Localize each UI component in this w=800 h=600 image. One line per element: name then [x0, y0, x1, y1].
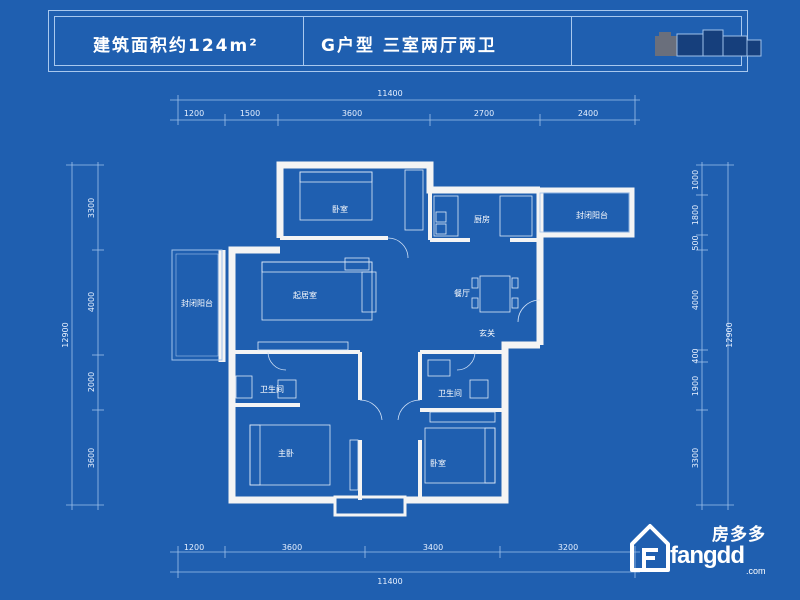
left-dimension: 4000 — [87, 292, 96, 312]
east-balcony-window — [539, 192, 630, 233]
title-banner: 建筑面积约124m² G户型 三室两厅两卫 — [48, 10, 762, 72]
right-dimension: 1000 — [691, 170, 700, 190]
right-dimension: 500 — [691, 235, 700, 250]
top-dimension: 1200 — [184, 109, 204, 118]
right-dimension: 400 — [691, 348, 700, 363]
bottom-dimension: 3600 — [282, 543, 302, 552]
bay-window — [333, 495, 407, 517]
watermark-en-text: fangdd — [670, 542, 745, 569]
room-label: 封闭阳台 — [181, 298, 213, 308]
room-label: 卫生间 — [260, 384, 284, 394]
fangdd-watermark: 房多多 fangdd .com — [628, 516, 788, 580]
door-swings — [267, 237, 541, 421]
furniture — [235, 169, 533, 491]
watermark-cn-text: 房多多 — [712, 525, 766, 545]
banner-divider — [571, 16, 572, 66]
room-label: 主卧 — [278, 448, 294, 458]
top-dimension: 2700 — [474, 109, 494, 118]
room-label: 卧室 — [332, 204, 348, 214]
room-label: 起居室 — [293, 290, 317, 300]
dimension-lines — [66, 95, 734, 578]
bottom-total-dimension: 11400 — [377, 577, 402, 586]
bottom-dimension: 3200 — [558, 543, 578, 552]
west-balcony-window — [175, 253, 219, 357]
room-label: 卫生间 — [438, 388, 462, 398]
top-dimension: 1500 — [240, 109, 260, 118]
left-total-dimension: 12900 — [61, 322, 70, 347]
room-label: 卧室 — [430, 458, 446, 468]
left-dimension: 2000 — [87, 372, 96, 392]
east-balcony-wall — [540, 187, 635, 238]
unit-type-label: G户型 三室两厅两卫 — [321, 36, 497, 56]
room-label: 厨房 — [474, 214, 490, 224]
right-dimension: 1900 — [691, 376, 700, 396]
left-dimension: 3600 — [87, 448, 96, 468]
banner-divider — [303, 16, 304, 66]
house-logo-icon — [630, 524, 670, 572]
top-total-dimension: 11400 — [377, 89, 402, 98]
room-label: 餐厅 — [454, 289, 470, 298]
top-dimension: 2400 — [578, 109, 598, 118]
building-area-label: 建筑面积约124m² — [93, 36, 259, 56]
interior-walls — [232, 190, 540, 500]
room-label: 封闭阳台 — [576, 210, 608, 220]
room-label: 玄关 — [479, 328, 495, 338]
building-key-plan-icon — [655, 29, 762, 57]
left-dimension: 3300 — [87, 198, 96, 218]
bottom-dimension: 3400 — [423, 543, 443, 552]
right-dimension: 3300 — [691, 448, 700, 468]
west-balcony-outline — [171, 249, 223, 361]
watermark-domain-text: .com — [746, 566, 766, 576]
right-dimension: 1800 — [691, 205, 700, 225]
right-dimension: 4000 — [691, 290, 700, 310]
right-total-dimension: 12900 — [725, 322, 734, 347]
top-dimension: 3600 — [342, 109, 362, 118]
bottom-dimension: 1200 — [184, 543, 204, 552]
